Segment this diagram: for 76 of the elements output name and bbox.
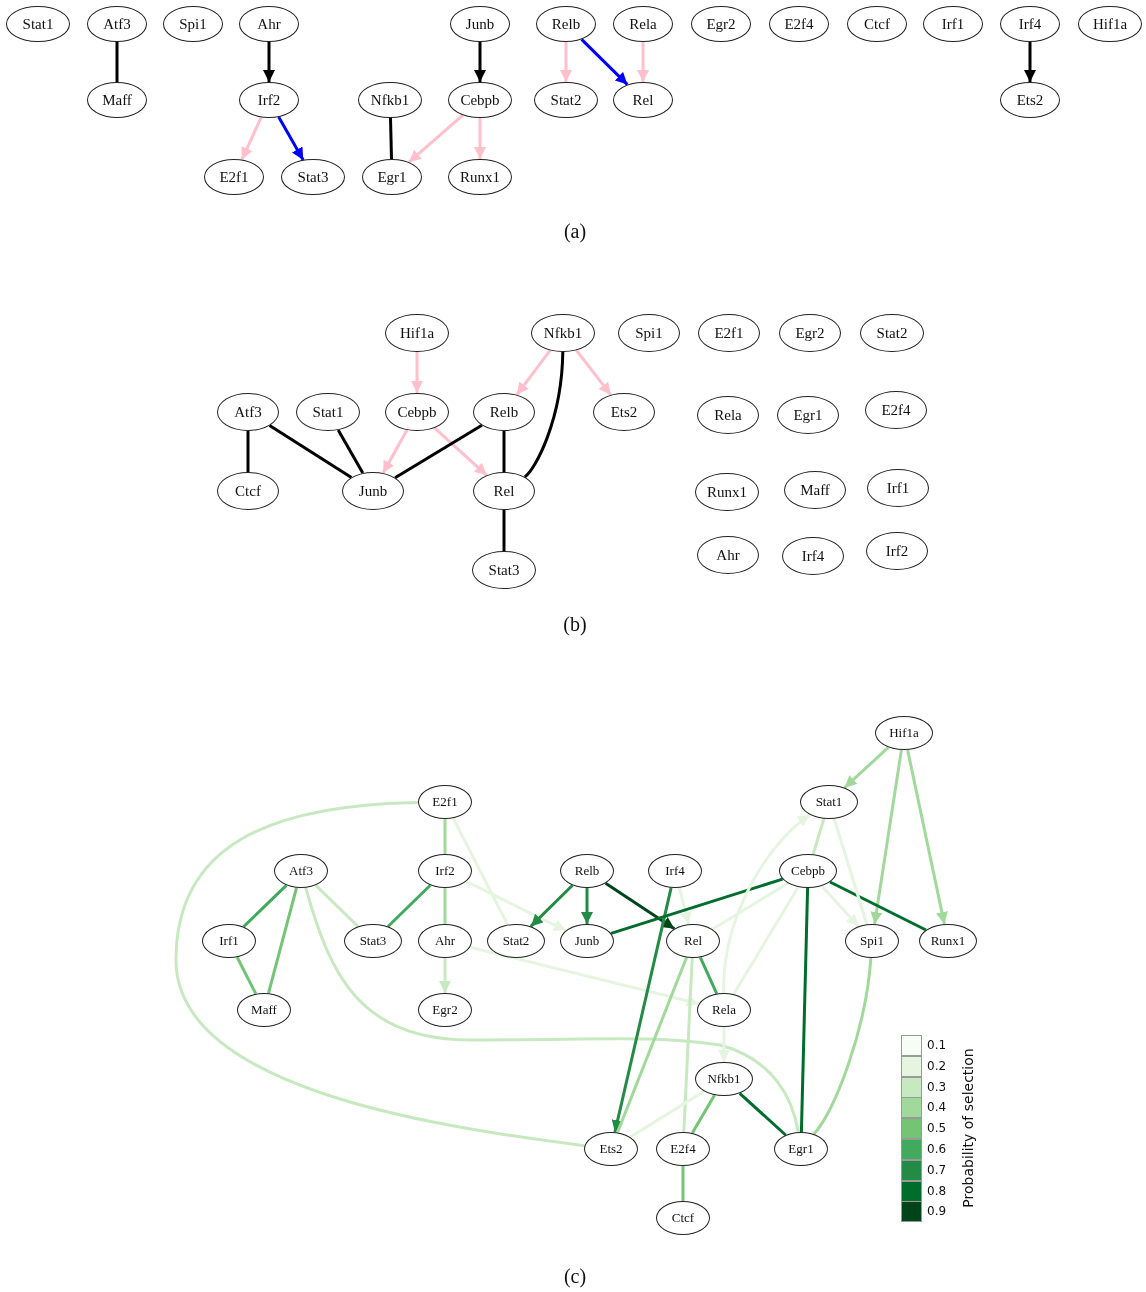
edge-line xyxy=(389,117,393,160)
edge-line xyxy=(314,884,360,928)
arrow xyxy=(529,884,574,928)
arrow xyxy=(870,749,903,925)
arrow xyxy=(465,880,567,932)
arrow xyxy=(560,42,572,82)
arrow xyxy=(604,882,676,930)
edge-line xyxy=(246,431,250,472)
arrow xyxy=(843,746,890,789)
colorbar-tick-label: 0.1 xyxy=(927,1038,947,1052)
arrow xyxy=(820,885,860,928)
edge-line xyxy=(812,957,873,1135)
colorbar-tick-label: 0.9 xyxy=(927,1204,947,1219)
edge-line xyxy=(502,510,506,551)
edge-line xyxy=(732,886,800,995)
arrow xyxy=(263,42,275,82)
colorbar-tick-label: 0.5 xyxy=(927,1121,947,1136)
panel-label: (a) xyxy=(563,219,587,243)
colorbar-tick-label: 0.7 xyxy=(927,1162,947,1177)
colorbar-tick-label: 0.6 xyxy=(927,1142,947,1156)
edge-line xyxy=(115,42,119,82)
arrow xyxy=(1024,42,1036,82)
arrow xyxy=(411,352,423,393)
edge-line xyxy=(698,956,719,995)
edge-line xyxy=(386,884,432,928)
edge-line xyxy=(691,1094,716,1134)
edge-line xyxy=(811,818,826,855)
panel-label: (c) xyxy=(563,1264,587,1288)
arrow xyxy=(637,42,649,82)
edge-line xyxy=(829,880,927,932)
edge-line xyxy=(682,957,694,1133)
colorbar-tick-label: 0.4 xyxy=(927,1100,947,1115)
edge-line xyxy=(832,818,869,925)
colorbar-tick-label: 0.2 xyxy=(927,1058,947,1073)
edge-line xyxy=(394,424,483,479)
edge-line xyxy=(443,819,447,854)
edge-line xyxy=(681,1166,685,1201)
edge-line xyxy=(235,956,258,995)
edge-line xyxy=(610,877,784,935)
colorbar-tick-label: 0.8 xyxy=(927,1183,947,1198)
arrow xyxy=(906,749,948,925)
edge-line xyxy=(523,351,565,479)
arrow xyxy=(381,429,409,474)
edge-line xyxy=(443,888,447,924)
edge-line xyxy=(242,884,288,928)
colorbar-tick-label: 0.3 xyxy=(927,1079,947,1094)
arrow xyxy=(580,38,629,86)
panel-label: (b) xyxy=(563,612,587,636)
edge-line xyxy=(738,1092,787,1137)
arrow xyxy=(718,1027,730,1062)
arrow xyxy=(408,113,464,164)
edge-line xyxy=(711,881,789,931)
arrow xyxy=(722,813,811,994)
edge-line xyxy=(174,801,585,1148)
arrow xyxy=(474,118,486,159)
arrow xyxy=(581,888,593,924)
arrow xyxy=(677,887,692,925)
edge-line xyxy=(336,429,365,474)
arrow xyxy=(439,958,451,993)
arrow xyxy=(433,426,488,477)
edge-line xyxy=(267,887,298,994)
colorbar-title: Probability of selection xyxy=(960,1048,976,1208)
arrow xyxy=(474,42,486,82)
arrow xyxy=(515,349,552,396)
edge-line xyxy=(304,887,800,1133)
arrow xyxy=(469,945,700,1007)
arrow xyxy=(611,887,673,1133)
edge-line xyxy=(502,431,506,472)
edge-line xyxy=(799,887,810,1133)
edge-line xyxy=(629,1090,705,1139)
edge-line xyxy=(616,956,688,1134)
edge-line xyxy=(268,424,353,479)
arrow xyxy=(575,349,612,396)
arrow xyxy=(240,116,263,161)
arrow xyxy=(277,116,305,161)
edge-line xyxy=(451,817,510,926)
